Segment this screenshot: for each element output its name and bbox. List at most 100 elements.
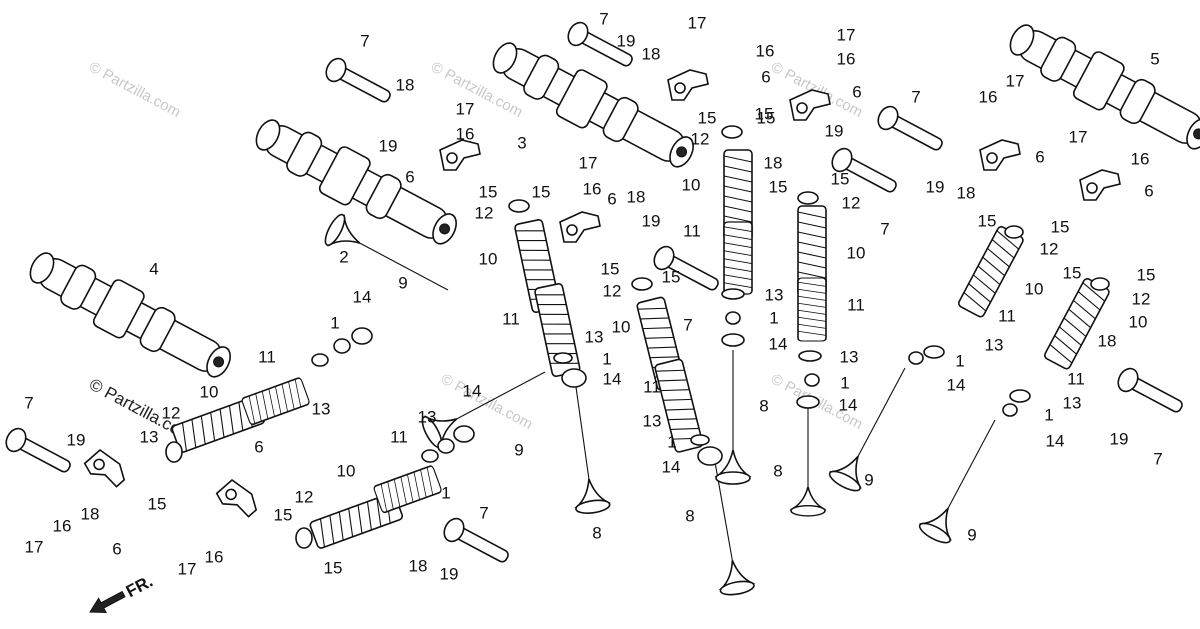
callout-label: 15 (601, 259, 620, 278)
rocker-shaft (321, 54, 396, 110)
callout-label: 18 (764, 153, 783, 172)
spring-stack (956, 224, 1026, 319)
callout-label: 13 (643, 411, 662, 430)
spring-stack (372, 464, 443, 514)
callout-label: 15 (755, 104, 774, 123)
callout-label: 15 (698, 108, 717, 127)
callout-label: 12 (1132, 289, 1151, 308)
callout-label: 13 (585, 327, 604, 346)
callout-label: 15 (479, 182, 498, 201)
callout-label: 10 (682, 175, 701, 194)
callout-label: 13 (765, 285, 784, 304)
camshaft-4 (20, 239, 241, 391)
callout-label: 10 (847, 243, 866, 262)
callout-label: 13 (312, 399, 331, 418)
callout-label: 7 (479, 503, 488, 522)
callout-label: 18 (81, 504, 100, 523)
callout-label: 15 (274, 505, 293, 524)
callout-label: 7 (24, 393, 33, 412)
front-direction-label: FR. (123, 571, 156, 601)
callout-label: 13 (140, 427, 159, 446)
callout-label: 18 (396, 75, 415, 94)
rocker-shaft (1113, 364, 1188, 420)
callout-label: 16 (205, 547, 224, 566)
callout-label: 1 (441, 483, 450, 502)
callout-label: 12 (162, 403, 181, 422)
callout-label: 6 (761, 67, 770, 86)
callout-label: 4 (149, 259, 158, 278)
callout-label: 7 (683, 315, 692, 334)
callout-label: 14 (947, 375, 966, 394)
callout-label: 1 (840, 373, 849, 392)
callout-label: 12 (295, 487, 314, 506)
valve-8 (790, 401, 826, 517)
callout-label: 12 (603, 281, 622, 300)
callout-label: 15 (757, 108, 776, 127)
callout-label: 19 (379, 136, 398, 155)
callout-label: 11 (390, 427, 408, 446)
callout-label: 9 (514, 440, 523, 459)
callout-label: 19 (825, 121, 844, 140)
callout-label: 1 (667, 432, 676, 451)
callout-label: 15 (662, 267, 681, 286)
callout-label: 12 (691, 129, 710, 148)
callout-label: 17 (1006, 71, 1025, 90)
callout-label: 6 (112, 539, 121, 558)
callout-label: 18 (957, 183, 976, 202)
callout-label: 11 (998, 306, 1016, 325)
rocker-arm (1079, 169, 1121, 201)
callout-label: 17 (178, 559, 197, 578)
callout-label: 7 (360, 31, 369, 50)
callout-label: 14 (769, 334, 788, 353)
callout-label: 7 (1153, 449, 1162, 468)
callout-label: 15 (769, 177, 788, 196)
callout-label: 17 (1069, 127, 1088, 146)
callout-label: 1 (955, 351, 964, 370)
rocker-shaft (1, 424, 76, 480)
callout-label: 1 (1044, 405, 1053, 424)
callout-label: 2 (339, 247, 348, 266)
callout-label: 10 (1025, 279, 1044, 298)
callout-label: 10 (337, 461, 356, 480)
callout-label: 8 (592, 523, 601, 542)
callout-label: 19 (440, 564, 459, 583)
rocker-arm (439, 139, 481, 171)
callout-label: 6 (254, 437, 263, 456)
callout-label: 14 (603, 369, 622, 388)
callout-label: 6 (405, 167, 414, 186)
callout-label: 15 (978, 211, 997, 230)
valve-8 (557, 376, 612, 516)
callout-label: 15 (1051, 217, 1070, 236)
valve-retainers (165, 125, 1110, 549)
callout-label: 15 (1063, 263, 1082, 282)
callout-label: 6 (607, 189, 616, 208)
callout-label: 12 (475, 203, 494, 222)
callout-label: 14 (662, 457, 681, 476)
callout-label: 14 (839, 395, 858, 414)
callout-label: 13 (985, 335, 1004, 354)
callout-label: 6 (852, 82, 861, 101)
callout-label: 9 (398, 273, 407, 292)
callout-label: 19 (1110, 429, 1129, 448)
spring-stack (1042, 276, 1112, 371)
callout-label: 15 (1137, 265, 1156, 284)
callout-label: 6 (1144, 181, 1153, 200)
callout-label: 17 (579, 153, 598, 172)
callout-label: 11 (683, 221, 701, 240)
valve-9 (916, 411, 1011, 548)
callout-label: 16 (583, 179, 602, 198)
callout-label: 15 (831, 169, 850, 188)
callout-label: 11 (1067, 369, 1085, 388)
spring-stack (723, 221, 753, 295)
front-direction-arrow: FR. (89, 571, 156, 614)
callout-label: 9 (864, 470, 873, 489)
callout-label: 14 (1046, 431, 1065, 450)
callout-label: 15 (148, 494, 167, 513)
rocker-shaft (873, 102, 948, 158)
callout-label: 3 (517, 133, 526, 152)
rocker-arm (667, 69, 709, 101)
callout-label: 17 (688, 13, 707, 32)
watermark: © Partzilla.com (86, 59, 183, 121)
callout-label: 18 (409, 556, 428, 575)
